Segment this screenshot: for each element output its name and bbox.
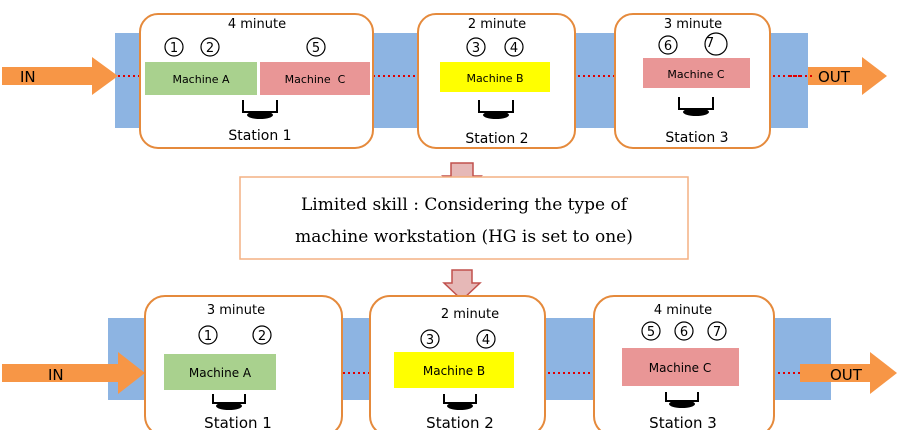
machine-b-label: Machine B	[423, 364, 485, 378]
note-box	[239, 176, 689, 260]
svg-text:4: 4	[482, 333, 490, 348]
task-circle: 2	[200, 37, 220, 57]
machine-a-box	[164, 354, 276, 390]
bottom-station-2: 2 minute 3 4 Machine B Station 2	[369, 295, 546, 430]
bottom-panel: IN OUT 3 minute 1 2 Machine A Station 1 …	[2, 295, 897, 430]
svg-text:4: 4	[510, 41, 518, 56]
top-station-1: 4 minute 1 2 5 Machine A Machine C Stati…	[139, 13, 374, 149]
station-name: Station 1	[204, 414, 272, 430]
task-circle: 4	[476, 329, 496, 349]
task-circle: 5	[306, 37, 326, 57]
task-circle: 7	[704, 32, 728, 56]
station-name: Station 2	[465, 131, 528, 147]
machine-a-label: Machine A	[172, 73, 230, 86]
operator-icon	[678, 97, 714, 116]
svg-text:7: 7	[713, 325, 721, 340]
machine-c-label: Machine C	[649, 361, 711, 375]
task-circle: 3	[466, 37, 486, 57]
operator-icon	[665, 392, 699, 408]
station-time: 3 minute	[664, 17, 722, 32]
station-time: 3 minute	[207, 303, 265, 318]
machine-c-label: Machine C	[667, 68, 725, 81]
station-time: 2 minute	[468, 17, 526, 32]
top-panel: IN OUT 4 minute 1 2 5 Machine A Machine …	[2, 13, 887, 149]
top-out-label: OUT	[818, 68, 851, 86]
top-out-arrow	[808, 57, 887, 95]
bottom-out-arrow	[800, 352, 897, 394]
task-circle: 1	[198, 325, 218, 345]
svg-text:7: 7	[706, 36, 714, 51]
machine-c-label: Machine C	[285, 73, 346, 86]
svg-text:2: 2	[206, 41, 214, 56]
svg-text:1: 1	[204, 329, 212, 344]
station-name: Station 2	[426, 414, 494, 430]
machine-c-box	[643, 58, 750, 88]
bottom-in-label: IN	[48, 366, 64, 384]
svg-text:3: 3	[472, 41, 480, 56]
top-station-2: 2 minute 3 4 Machine B Station 2	[417, 13, 576, 149]
task-circle: 1	[164, 37, 184, 57]
station-time: 4 minute	[654, 303, 712, 318]
station-time: 2 minute	[441, 307, 499, 322]
task-circle: 5	[641, 321, 661, 341]
svg-text:5: 5	[312, 41, 320, 56]
task-circle: 2	[252, 325, 272, 345]
top-in-label: IN	[20, 68, 36, 86]
task-circle: 6	[658, 35, 678, 55]
down-arrow-2	[442, 269, 482, 302]
svg-text:6: 6	[664, 39, 672, 54]
task-circle: 6	[674, 321, 694, 341]
bottom-station-1: 3 minute 1 2 Machine A Station 1	[144, 295, 343, 430]
svg-text:6: 6	[680, 325, 688, 340]
operator-icon	[212, 394, 246, 410]
svg-text:1: 1	[170, 41, 178, 56]
note-line-2: machine workstation (HG is set to one)	[295, 227, 633, 247]
operator-icon	[443, 394, 477, 410]
task-circle: 4	[504, 37, 524, 57]
top-in-arrow	[2, 57, 118, 95]
task-circle: 3	[420, 329, 440, 349]
svg-text:3: 3	[426, 333, 434, 348]
machine-b-box	[394, 352, 514, 388]
station-name: Station 1	[228, 128, 291, 144]
operator-icon	[242, 100, 278, 119]
machine-a-label: Machine A	[189, 366, 252, 380]
machine-c-box	[622, 348, 739, 386]
top-station-3: 3 minute 6 7 Machine C Station 3	[614, 13, 771, 149]
machine-c-box	[260, 62, 370, 95]
station-name: Station 3	[665, 130, 728, 146]
machine-b-box	[440, 62, 550, 92]
machine-b-label: Machine B	[466, 72, 523, 85]
svg-text:2: 2	[258, 329, 266, 344]
station-name: Station 3	[649, 414, 717, 430]
station-time: 4 minute	[228, 17, 286, 32]
transition: Limited skill : Considering the type of …	[239, 162, 689, 302]
task-circle: 7	[707, 321, 727, 341]
bottom-in-arrow	[2, 352, 145, 394]
operator-icon	[478, 100, 514, 119]
note-line-1: Limited skill : Considering the type of	[301, 195, 629, 215]
bottom-out-label: OUT	[830, 366, 863, 384]
bottom-station-3: 4 minute 5 6 7 Machine C Station 3	[593, 295, 775, 430]
svg-text:5: 5	[647, 325, 655, 340]
machine-a-box	[145, 62, 257, 95]
